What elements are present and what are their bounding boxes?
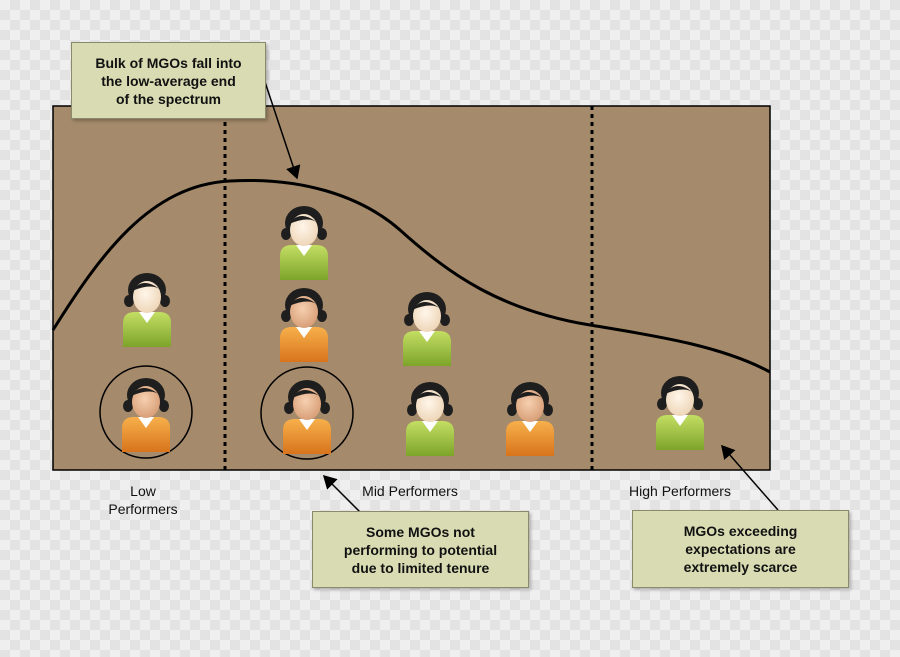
callout-tenure: Some MGOs not performing to potential du… [312,511,529,588]
callout-scarce: MGOs exceeding expectations are extremel… [632,510,849,588]
arrow-scarce [721,444,779,511]
arrow-bulk [264,81,301,180]
arrow-tenure [322,474,361,513]
distribution-curve [51,178,771,374]
label-high-performers: High Performers [629,483,731,499]
label-low-performers: Low Performers [108,483,178,517]
label-mid-performers: Mid Performers [362,483,458,499]
highlight-circle-mid [260,366,354,460]
callout-bulk: Bulk of MGOs fall into the low-average e… [71,42,266,119]
highlight-circle-low [99,365,193,459]
